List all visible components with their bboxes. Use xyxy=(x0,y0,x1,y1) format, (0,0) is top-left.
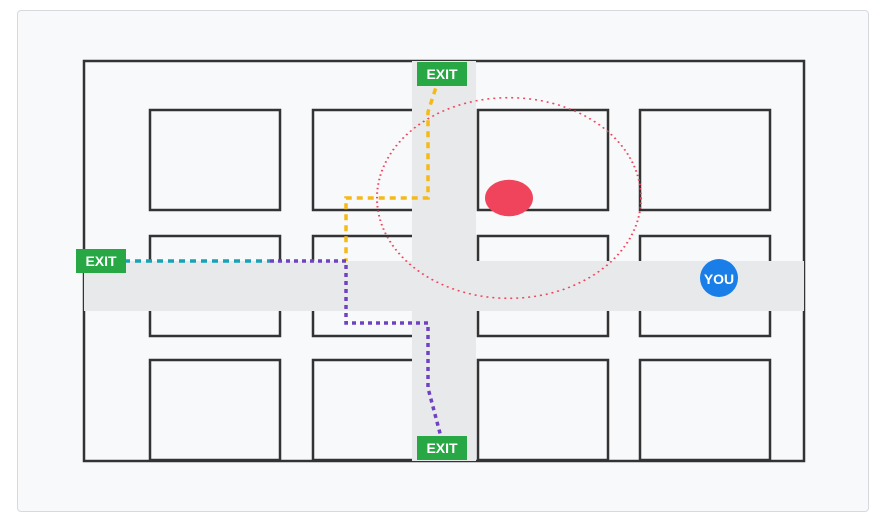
you-are-here-marker[interactable]: YOU xyxy=(700,259,738,297)
exit-label: EXIT xyxy=(426,440,458,456)
room xyxy=(638,358,772,462)
hazard-marker xyxy=(485,179,533,217)
route-to-top-exit xyxy=(344,77,441,261)
route-to-bottom-exit xyxy=(270,259,443,438)
exit-sign-top[interactable]: EXIT xyxy=(417,62,467,86)
room xyxy=(148,108,282,212)
room xyxy=(148,358,282,462)
exit-sign-bottom[interactable]: EXIT xyxy=(417,436,467,460)
room xyxy=(638,108,772,212)
exit-sign-left[interactable]: EXIT xyxy=(76,249,126,273)
exit-label: EXIT xyxy=(426,66,458,82)
room xyxy=(476,358,610,462)
you-label: YOU xyxy=(704,271,734,287)
hazard-radius xyxy=(376,96,642,300)
horizontal-corridor xyxy=(84,261,804,311)
room xyxy=(476,108,610,212)
exit-label: EXIT xyxy=(85,253,117,269)
